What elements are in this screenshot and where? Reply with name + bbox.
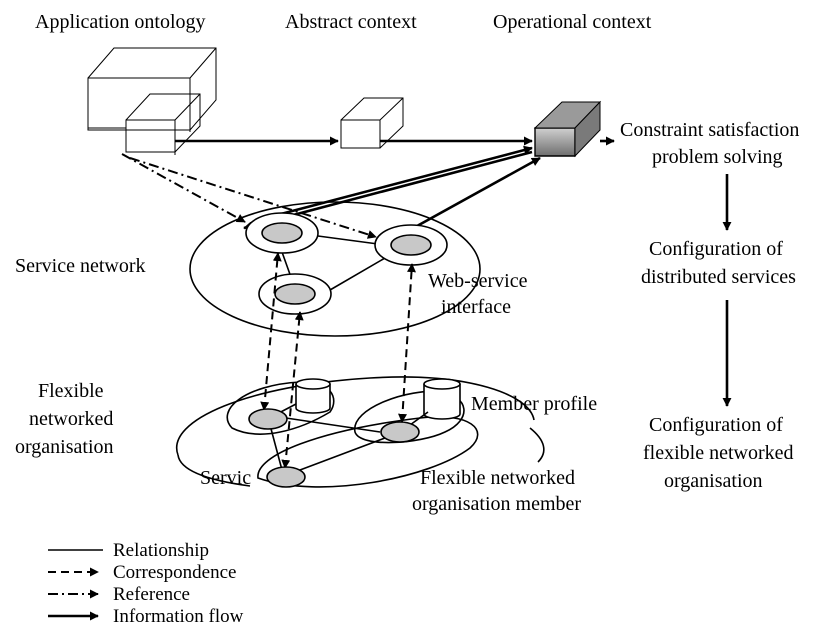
reference-arrow-to-node-1	[121, 153, 246, 223]
relationship-line-ws1-ws2	[317, 235, 379, 245]
member-service-node-2	[380, 421, 420, 443]
csp-label-line2: problem solving	[652, 146, 783, 168]
member-profile-cylinder-2	[423, 378, 461, 420]
config-org-line1: Configuration of	[649, 414, 783, 436]
member-profile-label: Member profile	[471, 393, 597, 415]
config-org-line3: organisation	[664, 470, 763, 492]
relationship-line-ws3-ws2	[329, 257, 386, 291]
header-abstract-context: Abstract context	[285, 11, 417, 33]
relationship-line-s2-profile	[409, 411, 429, 426]
header-operational-context: Operational context	[493, 11, 652, 33]
flow-arrow-node2-to-operational	[407, 156, 541, 233]
web-service-label-line2: interface	[441, 296, 511, 318]
config-services-line2: distributed services	[641, 266, 796, 288]
fno-outer-arc-right	[529, 427, 545, 463]
service-label: Servic	[200, 467, 251, 489]
fno-label-line3: organisation	[15, 436, 114, 458]
abstract-context-box	[340, 97, 404, 149]
flow-arrow-node1-to-operational	[276, 145, 533, 217]
correspondence-arrow-2	[281, 311, 304, 469]
csp-label-line1: Constraint satisfaction	[620, 119, 799, 141]
header-application-ontology: Application ontology	[35, 11, 206, 33]
operational-context-box	[533, 100, 602, 158]
fno-label-line2: networked	[29, 408, 113, 430]
member-loop-3	[257, 416, 479, 488]
member-service-node-1	[248, 408, 288, 430]
fno-member-label-line1: Flexible networked	[420, 467, 575, 489]
legend-reference-label: Reference	[113, 584, 190, 605]
legend-relationship-label: Relationship	[113, 540, 209, 561]
member-service-node-3	[266, 466, 306, 488]
service-network-ellipse	[189, 201, 481, 337]
relationship-line-s1-s3	[269, 424, 283, 471]
legend-correspondence-label: Correspondence	[113, 562, 236, 583]
member-loop-2	[354, 390, 465, 444]
relationship-line-s3-s2	[299, 437, 386, 471]
config-services-line1: Configuration of	[649, 238, 783, 260]
reference-arrow-to-node-2	[129, 157, 377, 239]
correspondence-arrow-3	[398, 263, 416, 423]
legend-information-flow-label: Information flow	[113, 606, 244, 627]
web-service-node-1	[245, 212, 319, 254]
web-service-node-2	[374, 224, 448, 266]
member-profile-cylinder-1	[295, 378, 331, 414]
fno-outer-arc-top	[175, 376, 535, 456]
web-service-label-line1: Web-service	[428, 270, 528, 292]
web-service-node-3	[258, 273, 332, 315]
fno-outer-arc-left	[177, 454, 251, 487]
application-ontology-cube	[87, 47, 217, 155]
correspondence-arrow-1	[260, 252, 282, 411]
relationship-line-s1-s2	[285, 417, 381, 433]
service-network-label: Service network	[15, 255, 146, 277]
fno-member-label-line2: organisation member	[412, 493, 581, 515]
config-org-line2: flexible networked	[643, 442, 794, 464]
fno-label-line1: Flexible	[38, 380, 104, 402]
legend: Relationship Correspondence Reference In…	[48, 540, 244, 627]
